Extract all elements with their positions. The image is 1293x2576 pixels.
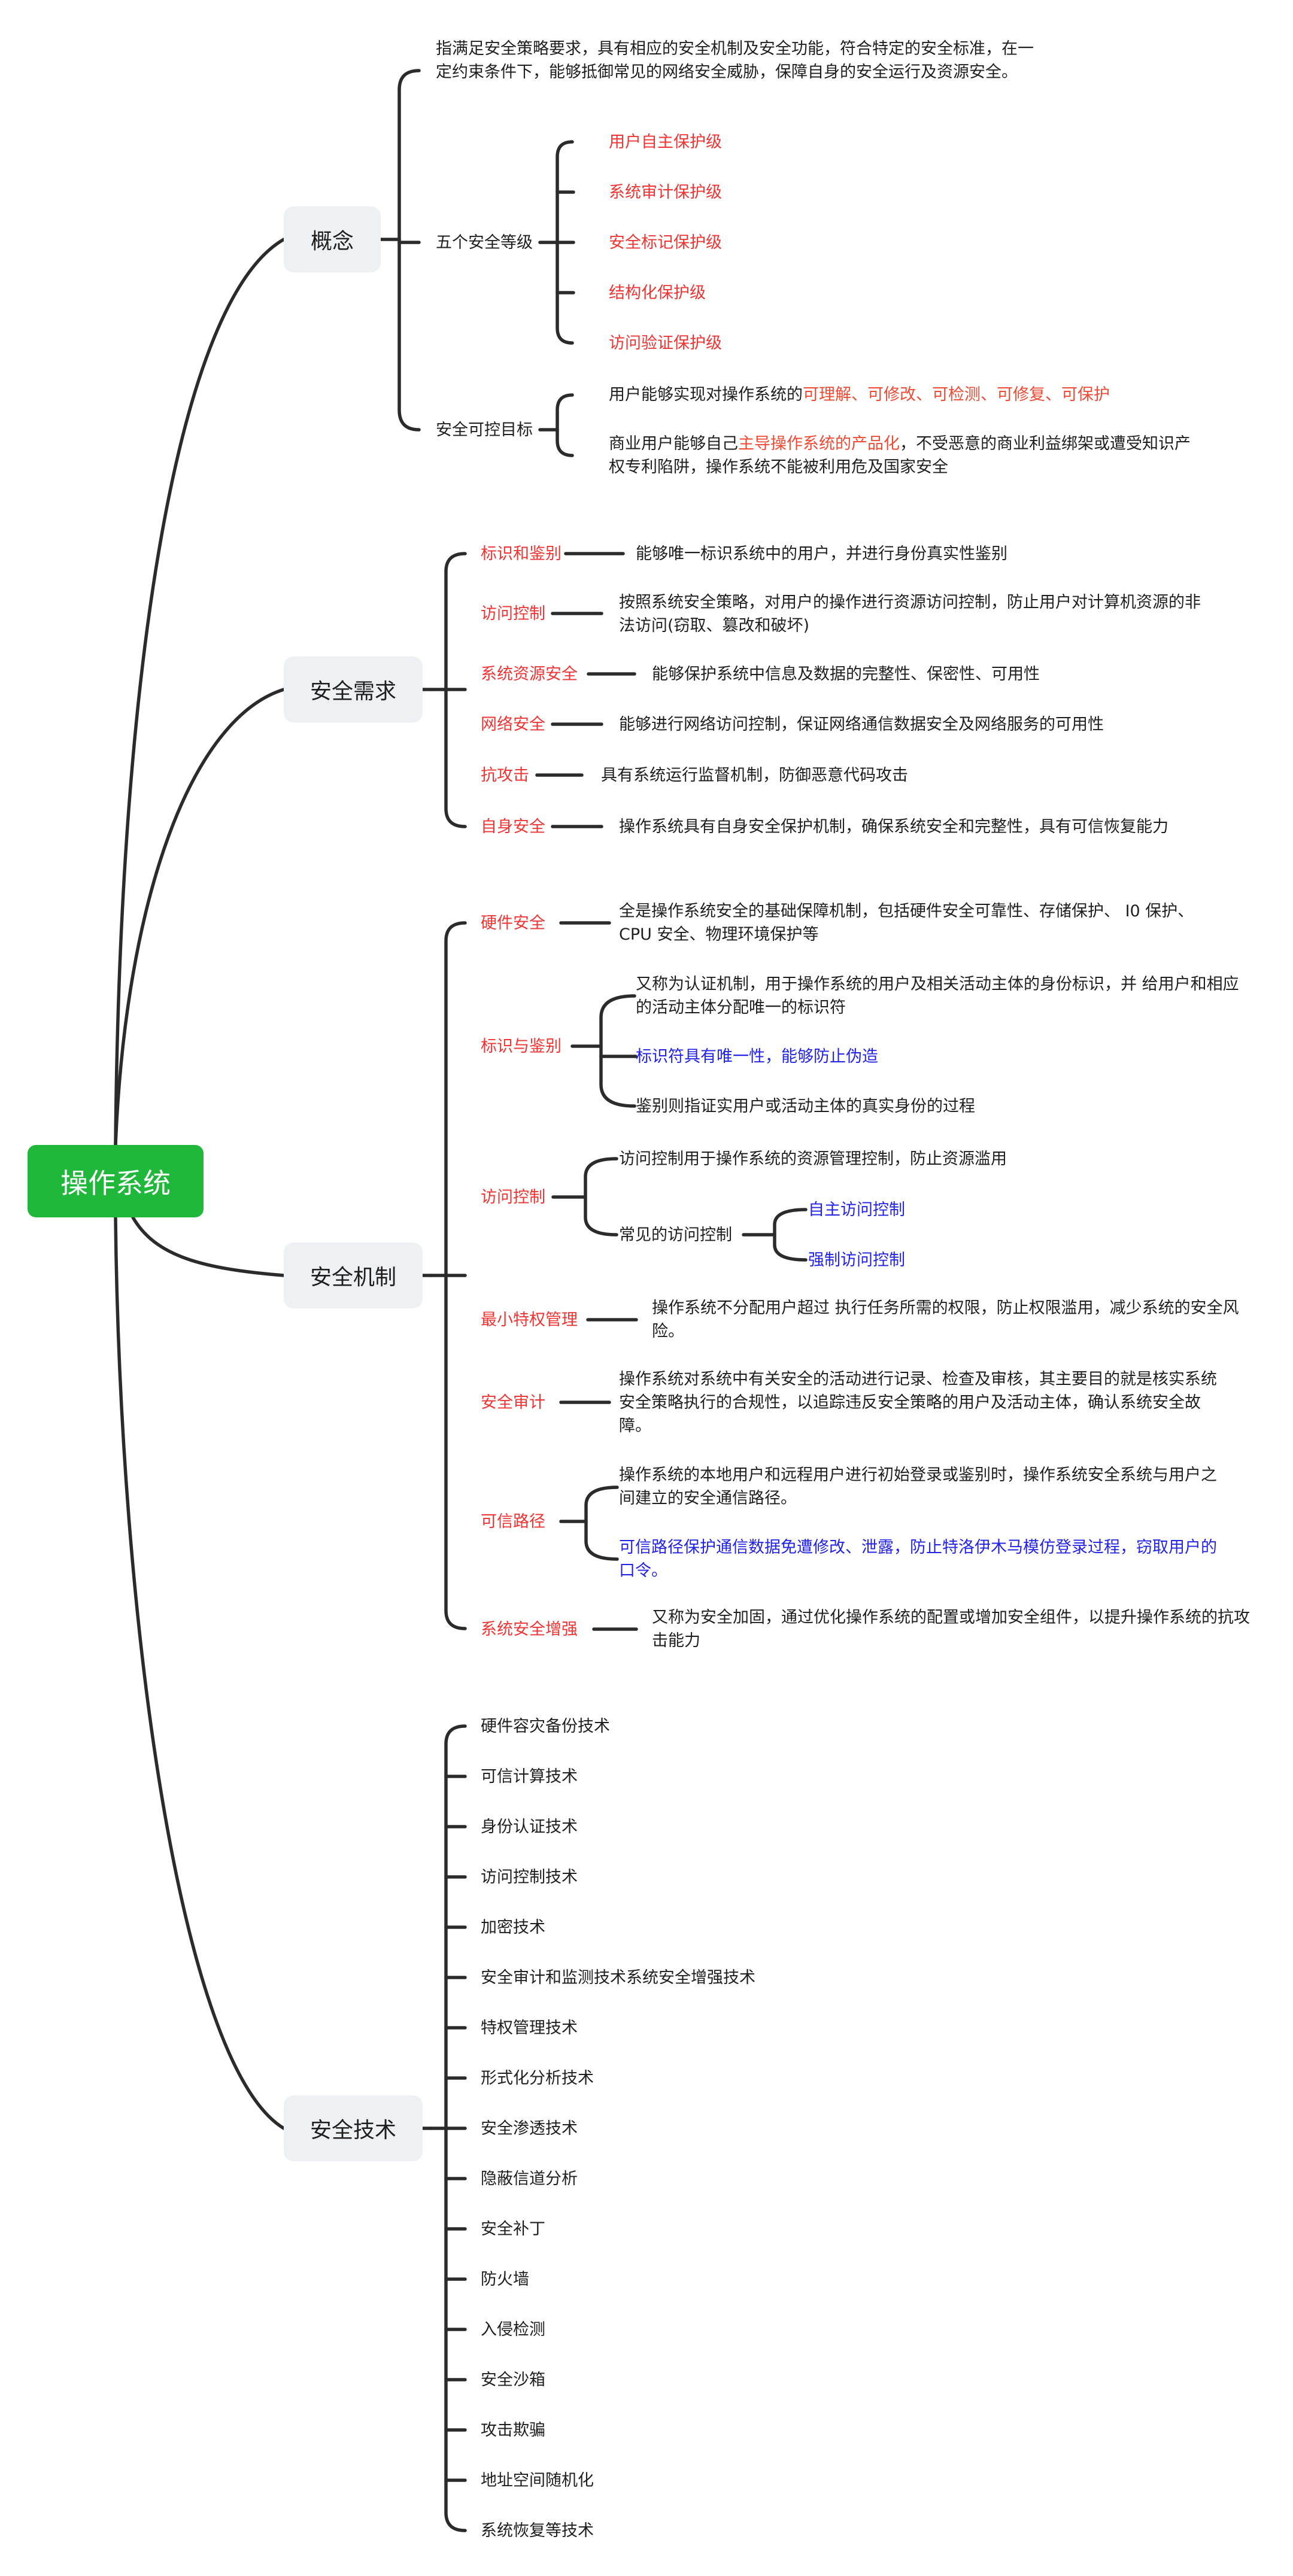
concept-control-label: 安全可控目标 — [436, 421, 533, 439]
identification-desc-2: 标识符具有唯一性，能够防止伪造 — [636, 1047, 878, 1066]
technology-item: 隐蔽信道分析 — [481, 2170, 578, 2188]
access-desc: 访问控制用于操作系统的资源管理控制，防止资源滥用 — [619, 1150, 1007, 1168]
technology-item: 身份认证技术 — [481, 1818, 578, 1836]
mechanism-audit: 安全审计 — [481, 1393, 545, 1412]
topic-requirements[interactable]: 安全需求 — [284, 657, 423, 722]
level-item: 系统审计保护级 — [609, 183, 722, 202]
control-goal-1: 用户能够实现对操作系统的可理解、可修改、可检测、可修复、可保护 — [609, 383, 1110, 406]
identification-desc-1: 又称为认证机制，用于操作系统的用户及相关活动主体的身份标识，并 给用户和相应的活… — [636, 975, 1239, 1017]
access-common-label: 常见的访问控制 — [619, 1226, 732, 1244]
requirement-desc: 能够唯一标识系统中的用户，并进行身份真实性鉴别 — [636, 545, 1007, 563]
mechanism-least-privilege: 最小特权管理 — [481, 1311, 578, 1329]
technology-item: 地址空间随机化 — [481, 2471, 594, 2490]
requirement-desc: 具有系统运行监督机制，防御恶意代码攻击 — [601, 766, 908, 785]
level-item: 访问验证保护级 — [609, 334, 722, 353]
topic-mechanisms[interactable]: 安全机制 — [284, 1243, 423, 1308]
topic-mechanisms-label: 安全机制 — [309, 1265, 396, 1290]
level-item: 结构化保护级 — [609, 284, 706, 302]
requirement-name: 访问控制 — [481, 604, 545, 623]
identification-desc-3: 鉴别则指证实用户或活动主体的真实身份的过程 — [636, 1097, 975, 1116]
level-item: 安全标记保护级 — [609, 233, 722, 252]
mechanism-identification: 标识与鉴别 — [481, 1037, 561, 1056]
mechanism-hardening: 系统安全增强 — [481, 1620, 578, 1639]
technology-item: 安全审计和监测技术系统安全增强技术 — [481, 1969, 755, 1987]
control-goal-2-text: 商业用户能够自己 — [609, 435, 738, 453]
requirement-desc: 操作系统具有自身安全保护机制，确保系统安全和完整性，具有可信恢复能力 — [619, 818, 1168, 836]
technology-item: 安全沙箱 — [481, 2371, 545, 2389]
topic-technologies[interactable]: 安全技术 — [284, 2095, 423, 2161]
trusted-path-desc-1: 操作系统的本地用户和远程用户进行初始登录或鉴别时，操作系统安全系统与用户之间建立… — [619, 1466, 1217, 1508]
technology-item: 硬件容灾备份技术 — [481, 1717, 610, 1736]
hardening-desc: 又称为安全加固，通过优化操作系统的配置或增加安全组件，以提升操作系统的抗攻击能力 — [652, 1608, 1250, 1650]
level-item: 用户自主保护级 — [609, 133, 722, 151]
topic-concept[interactable]: 概念 — [284, 206, 381, 272]
topic-concept-label: 概念 — [310, 229, 354, 254]
control-goal-1-text: 用户能够实现对操作系统的 — [609, 385, 803, 404]
technology-item: 防火墙 — [481, 2270, 529, 2289]
control-goal-2-highlight: 主导操作系统的产品化 — [738, 435, 900, 453]
requirement-desc: 能够保护系统中信息及数据的完整性、保密性、可用性 — [652, 665, 1040, 684]
requirement-name: 网络安全 — [481, 715, 545, 734]
concept-definition: 指满足安全策略要求，具有相应的安全机制及安全功能，符合特定的安全标准，在一定约束… — [436, 40, 1034, 81]
requirement-name: 自身安全 — [481, 818, 545, 836]
requirement-name: 标识和鉴别 — [481, 545, 561, 563]
technology-item: 特权管理技术 — [481, 2019, 578, 2037]
trusted-path-desc-2: 可信路径保护通信数据免遭修改、泄露，防止特洛伊木马模仿登录过程，窃取用户的口令。 — [619, 1538, 1217, 1580]
technology-item: 加密技术 — [481, 1918, 545, 1937]
technology-item: 安全渗透技术 — [481, 2119, 578, 2138]
technology-item: 访问控制技术 — [481, 1868, 578, 1887]
root-node[interactable]: 操作系统 — [28, 1145, 204, 1217]
control-goal-2-tail: ，不受恶意的商业利益绑架或遭受知识产权专利陷阱，操作系统不能被利用危及国家安全 — [609, 435, 1191, 476]
technology-item: 攻击欺骗 — [481, 2421, 545, 2440]
technology-item: 入侵检测 — [481, 2320, 545, 2339]
topic-requirements-label: 安全需求 — [309, 679, 396, 704]
requirement-desc: 按照系统安全策略，对用户的操作进行资源访问控制，防止用户对计算机资源的非法访问(… — [619, 593, 1201, 635]
root-label: 操作系统 — [60, 1167, 171, 1199]
topic-technologies-label: 安全技术 — [309, 2118, 396, 2143]
mechanism-trusted-path: 可信路径 — [481, 1512, 545, 1531]
technology-item: 安全补丁 — [481, 2220, 545, 2238]
control-goal-2: 商业用户能够自己主导操作系统的产品化，不受恶意的商业利益绑架或遭受知识产权专利陷… — [609, 432, 1201, 479]
mechanism-access: 访问控制 — [481, 1188, 545, 1207]
least-privilege-desc: 操作系统不分配用户超过 执行任务所需的权限，防止权限滥用，减少系统的安全风险。 — [652, 1299, 1239, 1341]
technology-item: 形式化分析技术 — [481, 2069, 594, 2088]
mechanism-hardware: 硬件安全 — [481, 914, 545, 932]
requirement-desc: 能够进行网络访问控制，保证网络通信数据安全及网络服务的可用性 — [619, 715, 1104, 734]
technology-item: 系统恢复等技术 — [481, 2522, 594, 2540]
control-goal-1-highlight: 可理解、可修改、可检测、可修复、可保护 — [803, 385, 1110, 404]
mechanism-hardware-desc: 全是操作系统安全的基础保障机制，包括硬件安全可靠性、存储保护、 I0 保护、CP… — [619, 902, 1194, 944]
audit-desc: 操作系统对系统中有关安全的活动进行记录、检查及审核，其主要目的就是核实系统安全策… — [619, 1370, 1217, 1435]
access-common-item: 自主访问控制 — [808, 1201, 905, 1219]
requirement-name: 抗攻击 — [481, 766, 529, 785]
technology-item: 可信计算技术 — [481, 1767, 578, 1786]
concept-levels-label: 五个安全等级 — [436, 233, 533, 252]
access-common-item: 强制访问控制 — [808, 1251, 905, 1269]
requirement-name: 系统资源安全 — [481, 665, 578, 684]
